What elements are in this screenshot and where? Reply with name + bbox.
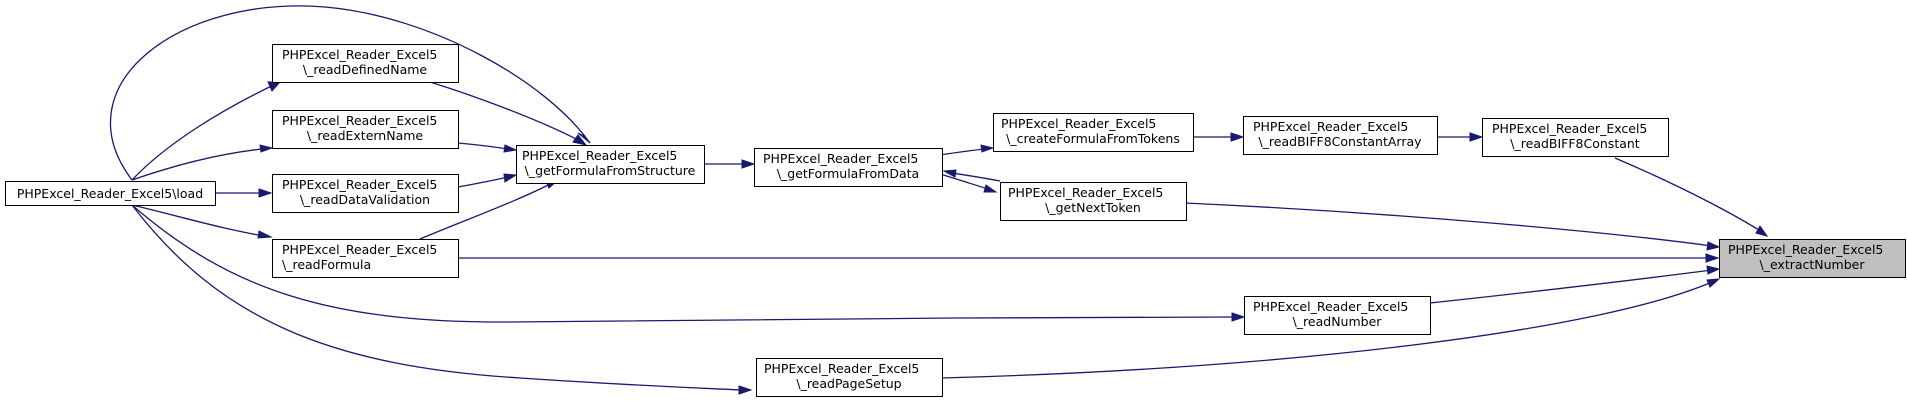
node-read-biff8-constant-array[interactable]: PHPExcel_Reader_Excel5 \_readBIFF8Consta… (1243, 116, 1438, 155)
node-read-page-setup[interactable]: PHPExcel_Reader_Excel5 \_readPageSetup (756, 358, 943, 397)
node-read-biff8-constant[interactable]: PHPExcel_Reader_Excel5 \_readBIFF8Consta… (1482, 118, 1669, 157)
edge-externname-to-fromstructure (457, 142, 518, 153)
node-get-next-token[interactable]: PHPExcel_Reader_Excel5 \_getNextToken (1000, 182, 1187, 221)
node-read-data-validation[interactable]: PHPExcel_Reader_Excel5 \_readDataValidat… (272, 174, 459, 213)
node-read-number[interactable]: PHPExcel_Reader_Excel5 \_readNumber (1244, 296, 1431, 335)
edge-load-to-datavalidation (216, 188, 273, 198)
node-extract-number[interactable]: PHPExcel_Reader_Excel5 \_extractNumber (1719, 239, 1906, 278)
edge-nexttoken-to-extractnumber (1184, 202, 1721, 251)
node-read-biff8-constant-array-line1: PHPExcel_Reader_Excel5 (1253, 119, 1408, 134)
node-get-formula-from-structure-line1: PHPExcel_Reader_Excel5 (522, 148, 677, 163)
edge-pagesetup-to-extractnumber (941, 278, 1721, 379)
node-read-extern-name[interactable]: PHPExcel_Reader_Excel5 \_readExternName (272, 110, 459, 149)
node-load[interactable]: PHPExcel_Reader_Excel5\load (5, 181, 216, 206)
node-read-biff8-constant-array-line2: \_readBIFF8ConstantArray (1258, 134, 1422, 149)
node-load-label: PHPExcel_Reader_Excel5\load (17, 186, 203, 201)
node-extract-number-line1: PHPExcel_Reader_Excel5 (1728, 242, 1883, 257)
edge-fromtokens-to-constarray (1191, 132, 1245, 142)
node-get-formula-from-structure-line2: \_getFormulaFromStructure (525, 163, 696, 178)
node-read-biff8-constant-line1: PHPExcel_Reader_Excel5 (1492, 121, 1647, 136)
node-read-page-setup-line2: \_readPageSetup (796, 376, 901, 391)
node-read-number-line1: PHPExcel_Reader_Excel5 (1253, 299, 1408, 314)
node-read-formula[interactable]: PHPExcel_Reader_Excel5 \_readFormula (272, 239, 459, 278)
node-read-page-setup-line1: PHPExcel_Reader_Excel5 (764, 361, 919, 376)
node-create-formula-from-tokens-line1: PHPExcel_Reader_Excel5 (1001, 116, 1156, 131)
edge-constant-to-extractnumber (1614, 157, 1769, 237)
node-read-formula-line2: \_readFormula (282, 257, 371, 272)
node-get-formula-from-data[interactable]: PHPExcel_Reader_Excel5 \_getFormulaFromD… (754, 148, 943, 187)
edge-load-to-definedname (131, 81, 282, 181)
edge-load-to-readnumber (131, 204, 1246, 323)
edge-definedname-to-fromstructure (429, 81, 588, 146)
node-get-next-token-line1: PHPExcel_Reader_Excel5 (1008, 185, 1163, 200)
edge-fromstructure-to-fromdata (704, 159, 756, 169)
node-read-extern-name-line2: \_readExternName (307, 128, 424, 143)
node-read-defined-name-line1: PHPExcel_Reader_Excel5 (282, 47, 437, 62)
edge-readformula-to-extractnumber (458, 253, 1720, 263)
edge-readnumber-to-extractnumber (1429, 265, 1721, 304)
node-create-formula-from-tokens[interactable]: PHPExcel_Reader_Excel5 \_createFormulaFr… (993, 113, 1194, 152)
node-read-number-line2: \_readNumber (1293, 314, 1383, 329)
node-read-data-validation-line1: PHPExcel_Reader_Excel5 (282, 177, 437, 192)
edge-load-to-readformula (131, 204, 273, 239)
edge-constarray-to-constant (1434, 132, 1484, 142)
node-read-formula-line1: PHPExcel_Reader_Excel5 (282, 242, 437, 257)
node-read-data-validation-line2: \_readDataValidation (300, 192, 430, 207)
edge-fromdata-to-fromtokens (939, 144, 995, 156)
node-create-formula-from-tokens-line2: \_createFormulaFromTokens (1006, 131, 1180, 146)
node-read-defined-name-line2: \_readDefinedName (303, 62, 428, 77)
node-get-formula-from-structure[interactable]: PHPExcel_Reader_Excel5 \_getFormulaFromS… (516, 145, 705, 184)
edge-load-to-fromstructure (109, 5, 591, 181)
edge-load-to-externname (131, 144, 274, 181)
node-get-formula-from-data-line2: \_getFormulaFromData (777, 166, 919, 181)
edge-fromdata-to-nexttoken (939, 173, 998, 193)
node-read-extern-name-line1: PHPExcel_Reader_Excel5 (282, 113, 437, 128)
node-get-formula-from-data-line1: PHPExcel_Reader_Excel5 (763, 151, 918, 166)
edge-nexttoken-to-fromdata (942, 169, 1001, 182)
node-read-defined-name[interactable]: PHPExcel_Reader_Excel5 \_readDefinedName (272, 44, 459, 83)
node-get-next-token-line2: \_getNextToken (1045, 200, 1141, 215)
edge-load-to-pagesetup (131, 204, 753, 395)
node-read-biff8-constant-line2: \_readBIFF8Constant (1510, 136, 1639, 151)
node-extract-number-line2: \_extractNumber (1759, 257, 1865, 272)
edge-datavalidation-to-fromstructure (457, 173, 518, 188)
